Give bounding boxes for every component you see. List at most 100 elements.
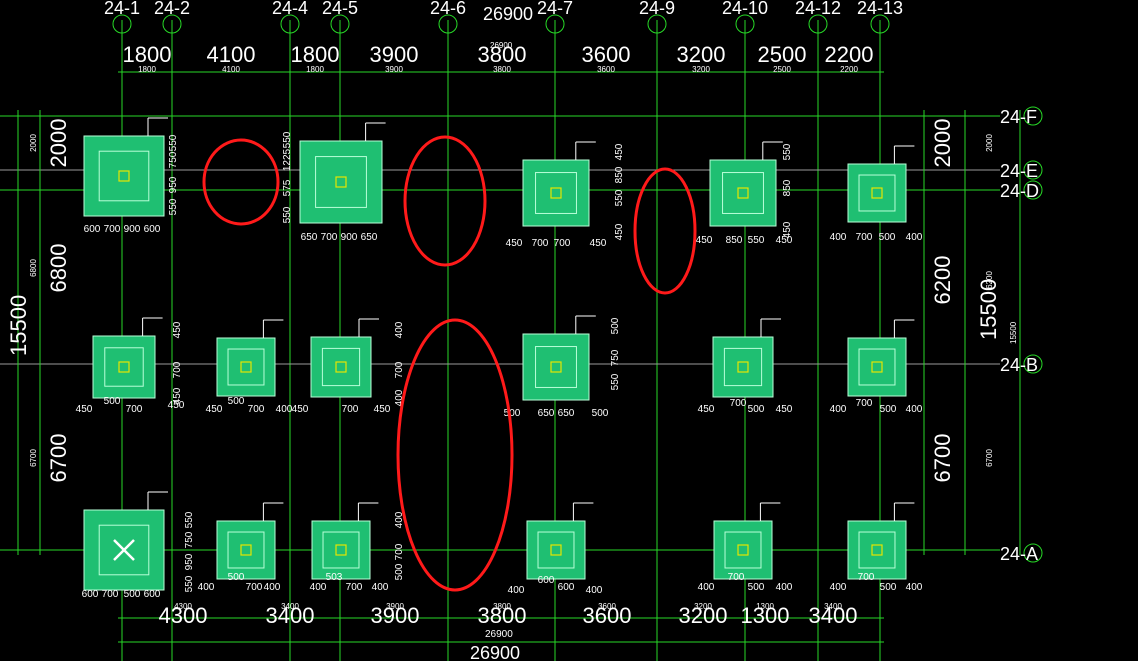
bottom-span-dimension: 3200 <box>679 603 728 628</box>
column <box>737 544 749 556</box>
column <box>871 361 883 373</box>
footing-dimension: 450 <box>206 404 223 415</box>
footing-vertical-dimension: 550 <box>168 198 179 215</box>
footing-dimension: 600 <box>82 589 99 600</box>
footing-vertical-dimension: 700 <box>394 361 405 378</box>
top-span-small: 3900 <box>385 65 403 74</box>
footing-outer <box>712 336 774 398</box>
bottom-span-small: 3400 <box>824 602 842 611</box>
axis-bubble-top <box>438 14 458 34</box>
footing-dimension: 400 <box>830 404 847 415</box>
footing-outer <box>522 159 590 227</box>
footing-vertical-dimension: 450 <box>172 387 183 404</box>
footing-vertical-dimension: 750 <box>184 531 195 548</box>
footing-vertical-dimension: 500 <box>610 317 621 334</box>
footing-dimension: 450 <box>776 235 793 246</box>
footing-vertical-dimension: 400 <box>394 511 405 528</box>
top-span-small: 4100 <box>222 65 240 74</box>
column <box>335 361 347 373</box>
footing-vertical-dimension: 550 <box>610 373 621 390</box>
top-span-small: 3200 <box>692 65 710 74</box>
top-total-small: 26900 <box>490 41 513 50</box>
footing-dimension: 450 <box>590 238 607 249</box>
footing-dimension: 600 <box>144 224 161 235</box>
dimension-texts: 1800180041004100180018003900390038003800… <box>29 42 994 628</box>
footing-vertical-dimension: 850 <box>614 166 625 183</box>
bottom-span-dimension: 3800 <box>478 603 527 628</box>
axis-label-top: 24-13 <box>857 0 903 18</box>
footing-dimension: 450 <box>168 400 185 411</box>
footing-outer <box>847 163 907 223</box>
axis-bubble-top <box>870 14 890 34</box>
footing-inner <box>227 531 265 569</box>
footing-inner <box>858 531 896 569</box>
footing-dimension: 700 <box>346 582 363 593</box>
bottom-span-dimension: 3600 <box>583 603 632 628</box>
footing-dimension: 900 <box>124 224 141 235</box>
column <box>737 187 749 199</box>
axis-bubble-right <box>1023 543 1043 563</box>
right-total-small: 15500 <box>1009 321 1018 344</box>
footing-dimension: 700 <box>856 398 873 409</box>
axis-label-top: 24-4 <box>272 0 308 18</box>
markup-ellipse <box>202 138 280 226</box>
top-span-dimension: 3600 <box>582 42 631 67</box>
top-span-small: 2500 <box>773 65 791 74</box>
right-span-dimension: 6700 <box>930 434 955 483</box>
column <box>240 361 252 373</box>
footing-dimension: 700 <box>104 224 121 235</box>
title-dimension: 26900 <box>483 4 533 24</box>
footing-dimension: 500 <box>104 396 121 407</box>
top-span-dimension: 4100 <box>207 42 256 67</box>
axis-bubble-right <box>1023 180 1043 200</box>
column <box>335 544 347 556</box>
footing-inner <box>321 347 361 387</box>
footing-dimension: 400 <box>586 585 603 596</box>
axis-label-right: 24-B <box>1000 355 1038 375</box>
axis-label-right: 24-D <box>1000 181 1039 201</box>
footing-vertical-dimension: 500 <box>394 563 405 580</box>
footing-dimension: 400 <box>906 404 923 415</box>
footing-dimension: 400 <box>698 582 715 593</box>
axis-bubble-top <box>545 14 565 34</box>
footing-outer <box>83 135 165 217</box>
footing-vertical-dimension: 550 <box>782 143 793 160</box>
footing-inner <box>722 172 764 214</box>
footing-dimension: 400 <box>830 582 847 593</box>
bottom-total-small: 26900 <box>485 629 513 640</box>
footing-vertical-dimension: 550 <box>184 511 195 528</box>
footing-vertical-dimension: 575 <box>282 179 293 196</box>
red-markup-ellipses <box>202 135 697 592</box>
footing-inner <box>98 150 150 202</box>
footing-dimension: 500 <box>228 572 245 583</box>
footing-vertical-dimension: 750 <box>168 151 179 168</box>
axis-bubble-top <box>647 14 667 34</box>
footing-inner <box>723 347 763 387</box>
axis-bubble-top <box>330 14 350 34</box>
footing-dimension: 700 <box>858 572 875 583</box>
footing-dimension: 400 <box>830 232 847 243</box>
column <box>871 544 883 556</box>
left-span-dimension: 6800 <box>46 244 71 293</box>
footing-dimension: 700 <box>730 398 747 409</box>
column <box>550 187 562 199</box>
markup-ellipse <box>403 135 487 267</box>
footings-layer <box>83 117 915 591</box>
axis-label-right: 24-A <box>1000 544 1038 564</box>
footing-dimension: 400 <box>198 582 215 593</box>
footing-vertical-dimension: 450 <box>614 143 625 160</box>
axis-bubble-right <box>1023 106 1043 126</box>
footing-outer <box>709 159 777 227</box>
bottom-span-dimension: 3400 <box>266 603 315 628</box>
footing-outer <box>299 140 383 224</box>
column-cross <box>113 539 135 561</box>
top-span-dimension: 1800 <box>123 42 172 67</box>
footing-dimension: 450 <box>374 404 391 415</box>
axis-label-top: 24-2 <box>154 0 190 18</box>
markup-ellipse <box>396 318 514 592</box>
footing-dimension: 650 <box>558 408 575 419</box>
footing-dimension: 450 <box>76 404 93 415</box>
footing-vertical-dimension: 400 <box>394 321 405 338</box>
footing-inner <box>535 172 577 214</box>
